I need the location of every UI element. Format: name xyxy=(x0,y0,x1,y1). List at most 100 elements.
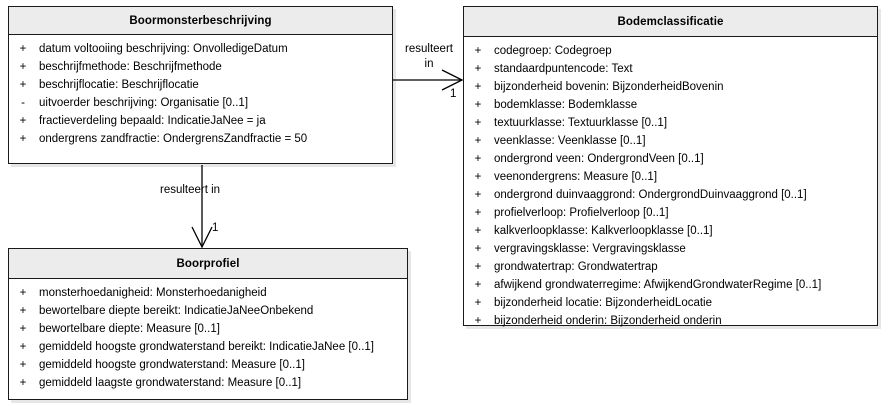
visibility-marker: + xyxy=(19,133,27,145)
attribute-row: + standaardpuntencode: Text xyxy=(464,60,877,78)
visibility-marker: + xyxy=(474,45,482,57)
connector-label-line2: in xyxy=(424,58,434,70)
attribute-label: gemiddeld hoogste grondwaterstand: Measu… xyxy=(39,359,305,371)
connector-resulteert-in-boorprofiel[interactable] xyxy=(191,165,213,249)
attribute-row: + gemiddeld hoogste grondwaterstand bere… xyxy=(9,338,407,356)
attribute-row: + gemiddeld hoogste grondwaterstand: Mea… xyxy=(9,356,407,374)
connector-label-horizontal: resulteert in xyxy=(400,42,458,72)
attribute-label: beschrijfmethode: Beschrijfmethode xyxy=(39,61,222,73)
visibility-marker: + xyxy=(19,341,27,353)
visibility-marker: + xyxy=(474,171,482,183)
visibility-marker: + xyxy=(474,279,482,291)
attribute-row: + codegroep: Codegroep xyxy=(464,42,877,60)
attribute-label: bewortelbare diepte: Measure [0..1] xyxy=(39,323,220,335)
class-attributes-bodemclassificatie: + codegroep: Codegroep + standaardpunten… xyxy=(464,37,877,336)
visibility-marker: + xyxy=(474,297,482,309)
visibility-marker: + xyxy=(474,315,482,327)
attribute-label: afwijkend grondwaterregime: AfwijkendGro… xyxy=(494,279,822,291)
attribute-label: kalkverloopklasse: Kalkverloopklasse [0.… xyxy=(494,225,713,237)
attribute-row: + afwijkend grondwaterregime: AfwijkendG… xyxy=(464,276,877,294)
class-title-boormonsterbeschrijving: Boormonsterbeschrijving xyxy=(9,7,392,35)
attribute-row: + bewortelbare diepte: Measure [0..1] xyxy=(9,320,407,338)
attribute-row: + bodemklasse: Bodemklasse xyxy=(464,96,877,114)
visibility-marker: + xyxy=(19,79,27,91)
class-title-boorprofiel: Boorprofiel xyxy=(9,249,407,279)
attribute-row: + veenklasse: Veenklasse [0..1] xyxy=(464,132,877,150)
attribute-label: gemiddeld laagste grondwaterstand: Measu… xyxy=(39,377,302,389)
attribute-label: bijzonderheid locatie: BijzonderheidLoca… xyxy=(494,297,713,309)
attribute-label: veenondergrens: Measure [0..1] xyxy=(494,171,658,183)
attribute-label: bewortelbare diepte bereikt: IndicatieJa… xyxy=(39,305,314,317)
attribute-label: bijzonderheid bovenin: BijzonderheidBove… xyxy=(494,81,724,93)
attribute-label: bodemklasse: Bodemklasse xyxy=(494,99,638,111)
visibility-marker: + xyxy=(474,243,482,255)
visibility-marker: + xyxy=(474,99,482,111)
visibility-marker: + xyxy=(19,43,27,55)
uml-class-boorprofiel[interactable]: Boorprofiel + monsterhoedanigheid: Monst… xyxy=(8,248,408,400)
attribute-row: + bijzonderheid onderin: Bijzonderheid o… xyxy=(464,312,877,330)
attribute-label: grondwatertrap: Grondwatertrap xyxy=(494,261,658,273)
visibility-marker: + xyxy=(19,323,27,335)
attribute-label: codegroep: Codegroep xyxy=(494,45,612,57)
attribute-label: standaardpuntencode: Text xyxy=(494,63,633,75)
attribute-label: uitvoerder beschrijving: Organisatie [0.… xyxy=(39,97,249,109)
connector-multiplicity-horizontal: 1 xyxy=(450,88,457,100)
class-attributes-boormonsterbeschrijving: + datum voltooiing beschrijving: Onvolle… xyxy=(9,35,392,154)
uml-class-boormonsterbeschrijving[interactable]: Boormonsterbeschrijving + datum voltooii… xyxy=(8,6,393,164)
attribute-label: vergravingsklasse: Vergravingsklasse xyxy=(494,243,686,255)
attribute-row: + bijzonderheid bovenin: BijzonderheidBo… xyxy=(464,78,877,96)
attribute-row: + monsterhoedanigheid: Monsterhoedanighe… xyxy=(9,284,407,302)
visibility-marker: + xyxy=(19,359,27,371)
attribute-row: + fractieverdeling bepaald: IndicatieJaN… xyxy=(9,112,392,130)
attribute-row: + textuurklasse: Textuurklasse [0..1] xyxy=(464,114,877,132)
attribute-row: + beschrijfmethode: Beschrijfmethode xyxy=(9,58,392,76)
attribute-row: + ondergrond duinvaaggrond: OndergrondDu… xyxy=(464,186,877,204)
connector-label-vertical: resulteert in xyxy=(160,184,221,196)
visibility-marker: + xyxy=(474,153,482,165)
class-title-bodemclassificatie: Bodemclassificatie xyxy=(464,7,877,37)
attribute-label: veenklasse: Veenklasse [0..1] xyxy=(494,135,646,147)
attribute-row: + vergravingsklasse: Vergravingsklasse xyxy=(464,240,877,258)
attribute-row: + bewortelbare diepte bereikt: Indicatie… xyxy=(9,302,407,320)
attribute-label: ondergrond duinvaaggrond: OndergrondDuin… xyxy=(494,189,807,201)
visibility-marker: + xyxy=(474,135,482,147)
visibility-marker: + xyxy=(474,189,482,201)
connector-label-line1: resulteert xyxy=(405,43,453,55)
attribute-row: - uitvoerder beschrijving: Organisatie [… xyxy=(9,94,392,112)
attribute-label: bijzonderheid onderin: Bijzonderheid ond… xyxy=(494,315,722,327)
attribute-label: ondergrond veen: OndergrondVeen [0..1] xyxy=(494,153,704,165)
visibility-marker: + xyxy=(474,117,482,129)
visibility-marker: - xyxy=(21,97,25,109)
attribute-label: gemiddeld hoogste grondwaterstand bereik… xyxy=(39,341,374,353)
attribute-label: textuurklasse: Textuurklasse [0..1] xyxy=(494,117,668,129)
visibility-marker: + xyxy=(19,115,27,127)
attribute-label: monsterhoedanigheid: Monsterhoedanigheid xyxy=(39,287,267,299)
visibility-marker: + xyxy=(474,81,482,93)
visibility-marker: + xyxy=(474,225,482,237)
attribute-row: + datum voltooiing beschrijving: Onvolle… xyxy=(9,40,392,58)
attribute-label: datum voltooiing beschrijving: Onvolledi… xyxy=(39,43,288,55)
attribute-row: + kalkverloopklasse: Kalkverloopklasse [… xyxy=(464,222,877,240)
attribute-row: + beschrijflocatie: Beschrijflocatie xyxy=(9,76,392,94)
visibility-marker: + xyxy=(19,287,27,299)
connector-multiplicity-vertical: 1 xyxy=(212,222,219,234)
attribute-row: + ondergrens zandfractie: OndergrensZand… xyxy=(9,130,392,148)
connector-resulteert-in-bodemclassificatie[interactable] xyxy=(393,69,464,91)
visibility-marker: + xyxy=(474,261,482,273)
attribute-row: + profielverloop: Profielverloop [0..1] xyxy=(464,204,877,222)
attribute-row: + gemiddeld laagste grondwaterstand: Mea… xyxy=(9,374,407,392)
attribute-row: + bijzonderheid locatie: BijzonderheidLo… xyxy=(464,294,877,312)
visibility-marker: + xyxy=(19,61,27,73)
attribute-row: + grondwatertrap: Grondwatertrap xyxy=(464,258,877,276)
attribute-row: + veenondergrens: Measure [0..1] xyxy=(464,168,877,186)
attribute-label: profielverloop: Profielverloop [0..1] xyxy=(494,207,669,219)
attribute-label: fractieverdeling bepaald: IndicatieJaNee… xyxy=(39,115,266,127)
visibility-marker: + xyxy=(474,207,482,219)
uml-class-bodemclassificatie[interactable]: Bodemclassificatie + codegroep: Codegroe… xyxy=(463,6,878,327)
visibility-marker: + xyxy=(474,63,482,75)
attribute-label: beschrijflocatie: Beschrijflocatie xyxy=(39,79,199,91)
visibility-marker: + xyxy=(19,377,27,389)
attribute-label: ondergrens zandfractie: OndergrensZandfr… xyxy=(39,133,308,145)
visibility-marker: + xyxy=(19,305,27,317)
attribute-row: + ondergrond veen: OndergrondVeen [0..1] xyxy=(464,150,877,168)
